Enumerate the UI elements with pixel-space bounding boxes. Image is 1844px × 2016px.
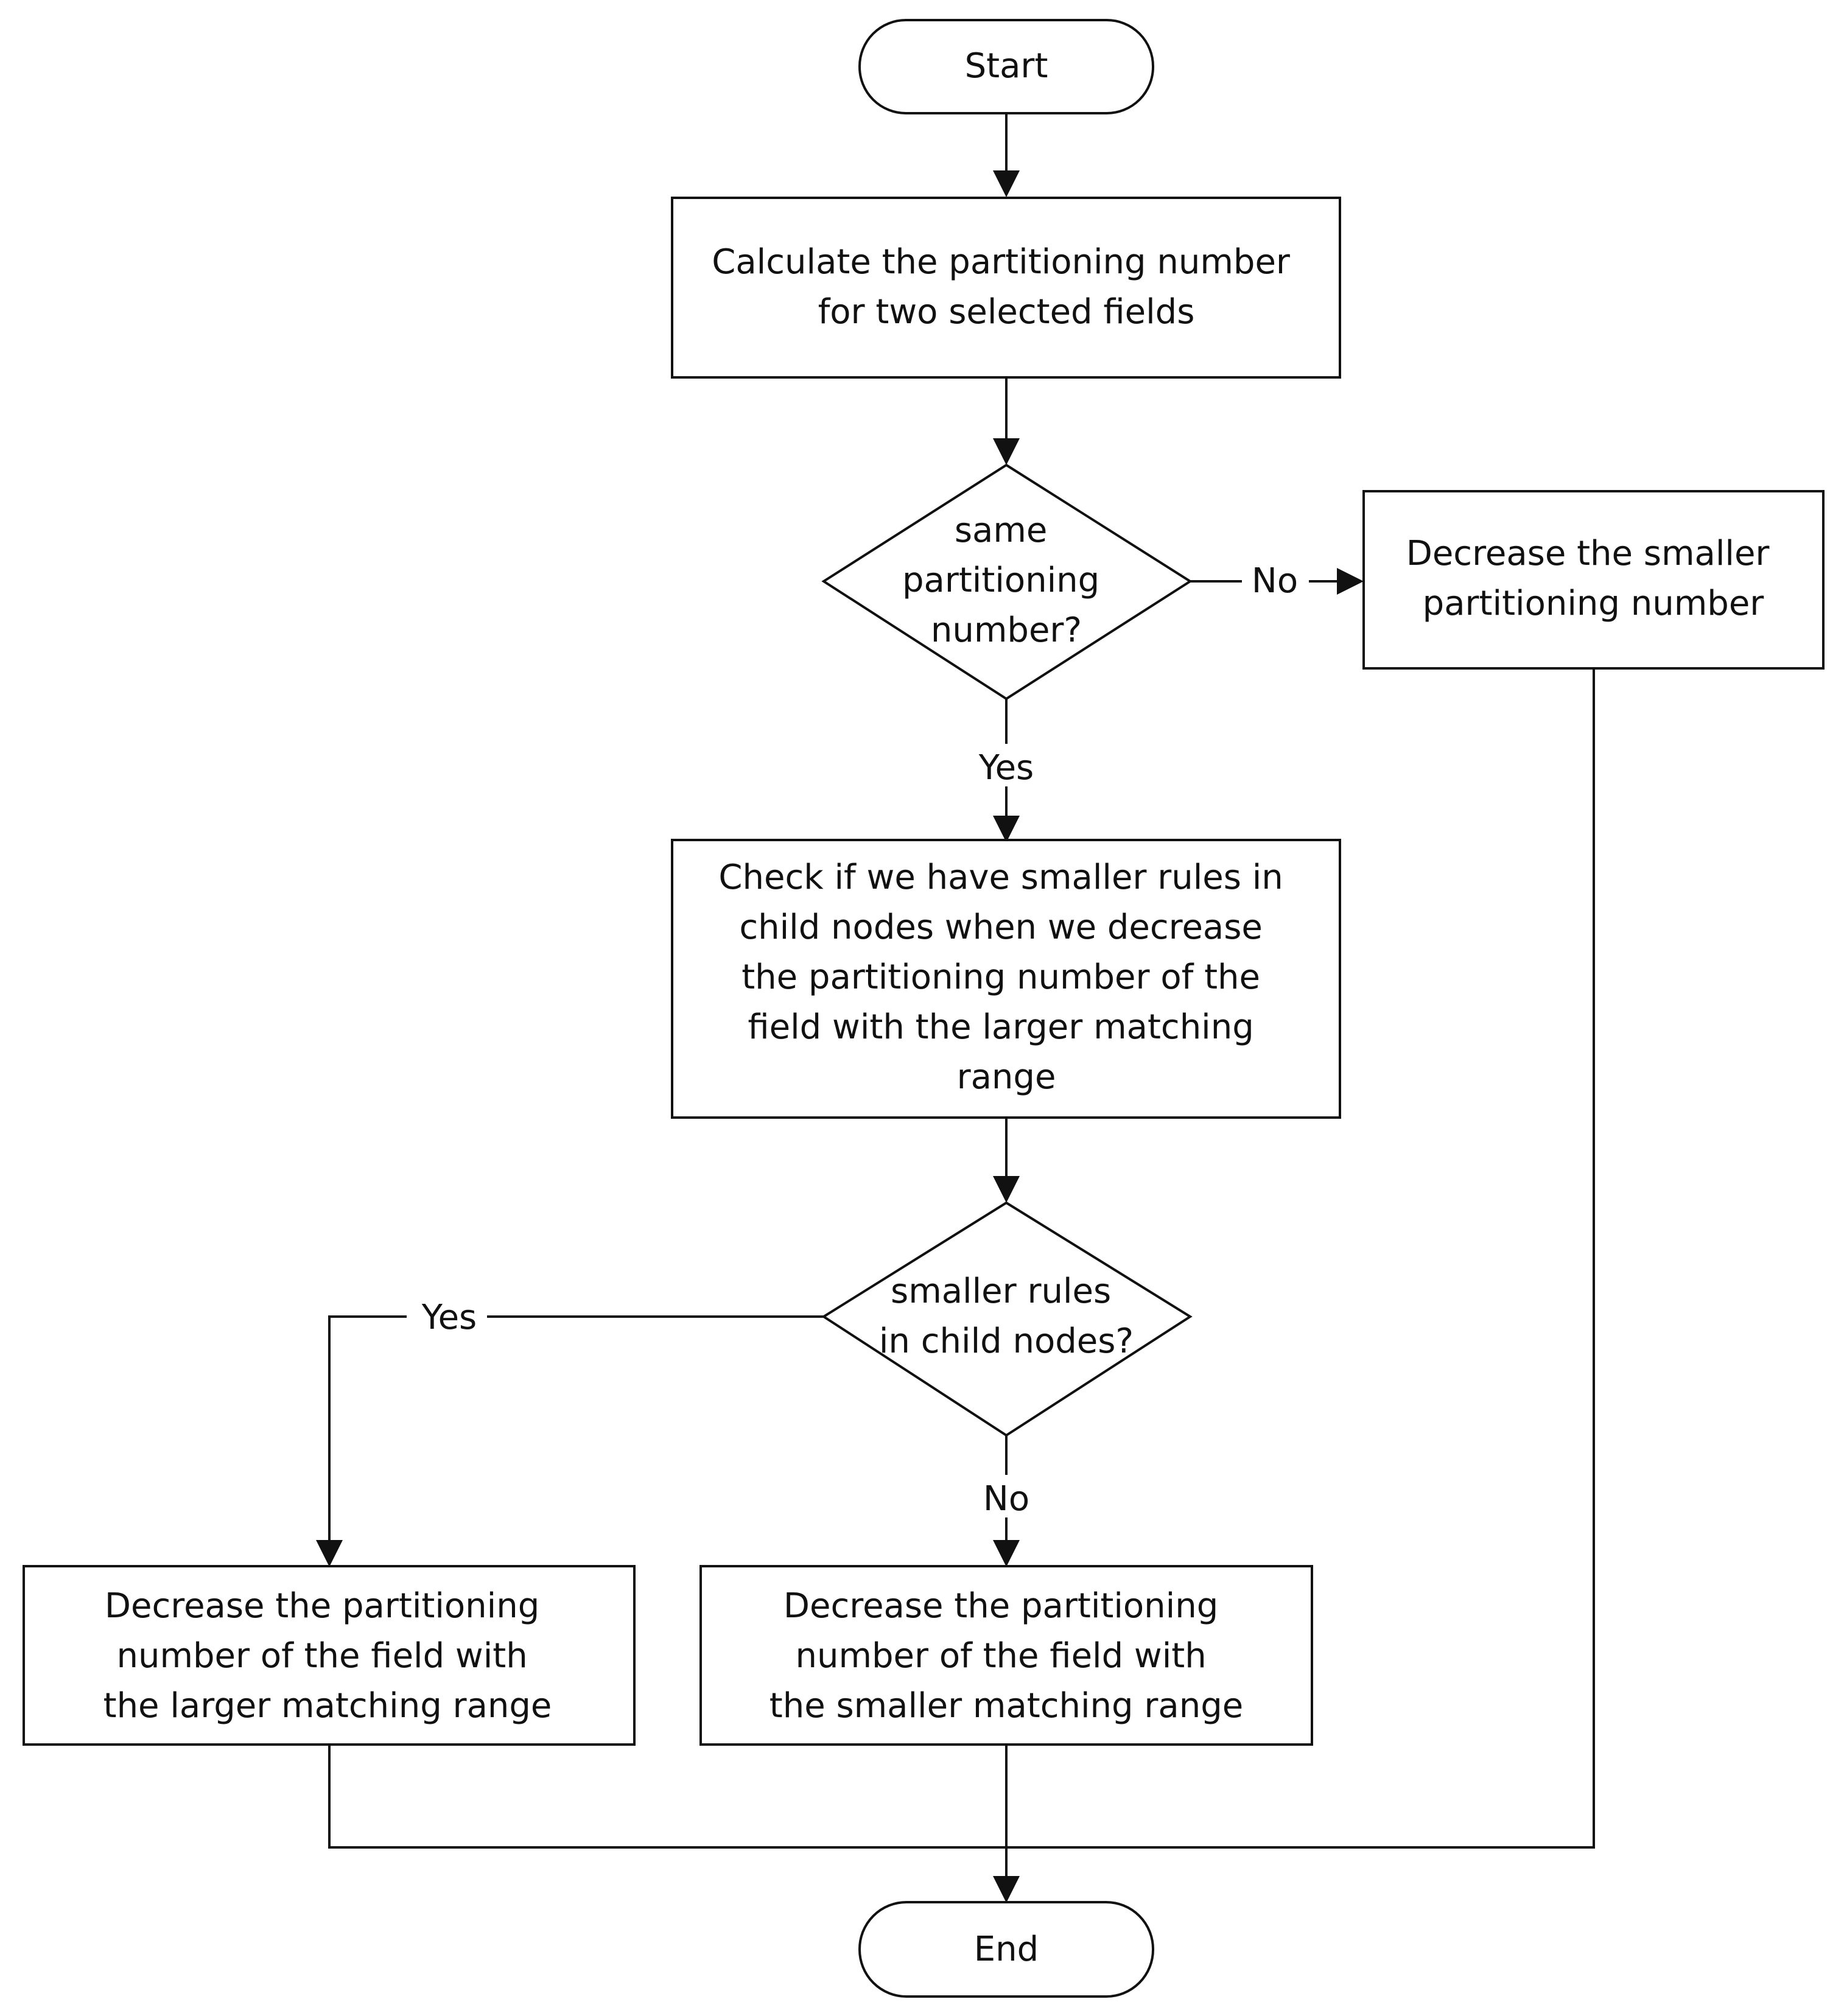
- node-decrease-larger-range: Decrease the partitioning number of the …: [23, 1565, 636, 1746]
- decrease-smaller-number-label: Decrease the smaller partitioning number: [1406, 534, 1781, 623]
- node-decrease-smaller-range: Decrease the partitioning number of the …: [699, 1565, 1313, 1746]
- decrease-smaller-range-box: [699, 1565, 1313, 1746]
- edge-label-same-yes: Yes: [962, 744, 1051, 788]
- edge-label-rules-yes: Yes: [407, 1295, 487, 1338]
- check-box: [671, 839, 1341, 1119]
- smaller-rules-diamond: [821, 1201, 1193, 1437]
- check-label: Check if we have smaller rules in child …: [718, 858, 1294, 1097]
- calculate-label: Calculate the partitioning number for tw…: [712, 242, 1301, 332]
- edge-decrease-smaller-number-to-merge: [1006, 668, 1595, 1849]
- same-partitioning-label: same partitioning number?: [902, 511, 1110, 650]
- edge-rules-yes-to-decrease-larger: [316, 1315, 824, 1567]
- node-same-decision: same partitioning number?: [821, 463, 1193, 701]
- start-terminal: [858, 19, 1154, 114]
- rules-no-label: No: [983, 1479, 1029, 1519]
- edge-decrease-larger-to-merge: [328, 1745, 1006, 1849]
- decrease-larger-range-label: Decrease the partitioning number of the …: [103, 1586, 552, 1726]
- decrease-smaller-range-label: Decrease the partitioning number of the …: [770, 1586, 1243, 1726]
- same-partitioning-diamond: [821, 463, 1193, 701]
- node-check: Check if we have smaller rules in child …: [671, 839, 1341, 1119]
- decrease-smaller-number-box: [1362, 490, 1825, 670]
- smaller-rules-label: smaller rules in child nodes?: [879, 1272, 1134, 1361]
- start-label: Start: [965, 46, 1048, 86]
- node-decrease-smaller-number: Decrease the smaller partitioning number: [1362, 490, 1825, 670]
- same-no-label: No: [1252, 561, 1298, 601]
- node-calculate: Calculate the partitioning number for tw…: [671, 197, 1341, 379]
- edges: [316, 113, 1595, 1903]
- node-end: End: [858, 1901, 1154, 1998]
- calculate-box: [671, 197, 1341, 379]
- edge-label-same-no: No: [1242, 553, 1309, 601]
- node-rules-decision: smaller rules in child nodes?: [821, 1201, 1193, 1437]
- node-start: Start: [858, 19, 1154, 114]
- edge-label-rules-no: No: [973, 1475, 1040, 1519]
- end-terminal: [858, 1901, 1154, 1998]
- same-yes-label: Yes: [978, 748, 1034, 788]
- rules-yes-label: Yes: [421, 1298, 477, 1337]
- end-label: End: [974, 1930, 1039, 1969]
- decrease-larger-range-box: [23, 1565, 636, 1746]
